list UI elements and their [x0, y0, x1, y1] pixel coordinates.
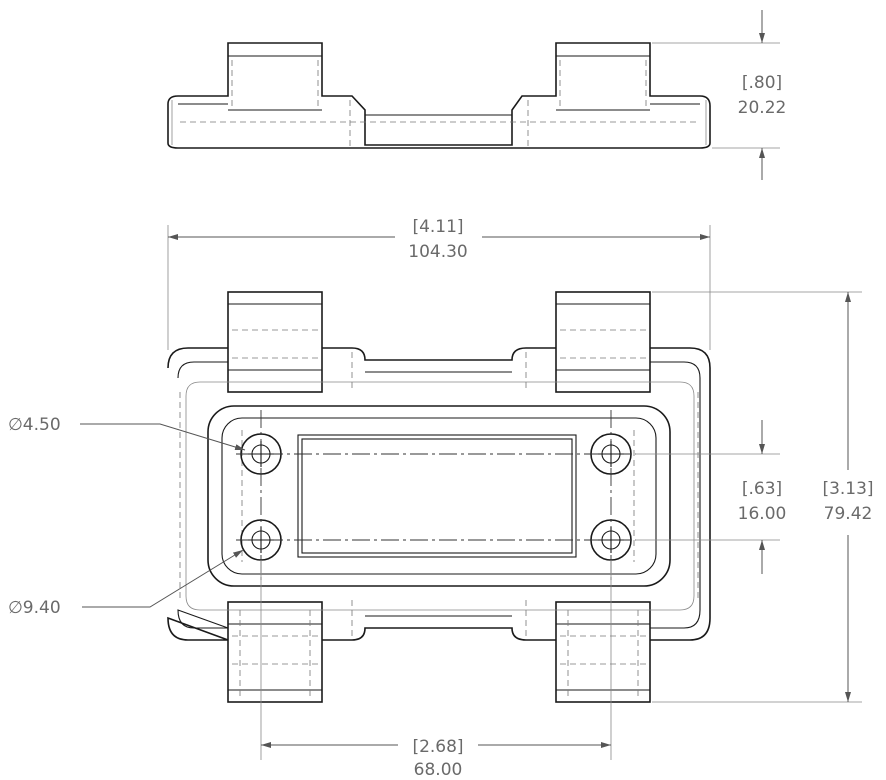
side-view [167, 10, 780, 180]
large-hole-diameter-label: ∅9.40 [8, 598, 61, 618]
plan-view [80, 225, 862, 760]
width-dim-mm: 104.30 [408, 242, 467, 262]
vertical-spacing-dim-inch: [.63] [742, 479, 782, 499]
small-hole-diameter-label: ∅4.50 [8, 415, 61, 435]
depth-dim-mm: 79.42 [824, 504, 873, 524]
horizontal-spacing-dim-mm: 68.00 [414, 760, 463, 780]
width-dim-inch: [4.11] [412, 217, 463, 237]
depth-dim-inch: [3.13] [822, 479, 873, 499]
height-dim-mm: 20.22 [738, 98, 787, 118]
horizontal-spacing-dim-inch: [2.68] [412, 737, 463, 757]
vertical-spacing-dim-mm: 16.00 [738, 504, 787, 524]
height-dim-inch: [.80] [742, 73, 782, 93]
